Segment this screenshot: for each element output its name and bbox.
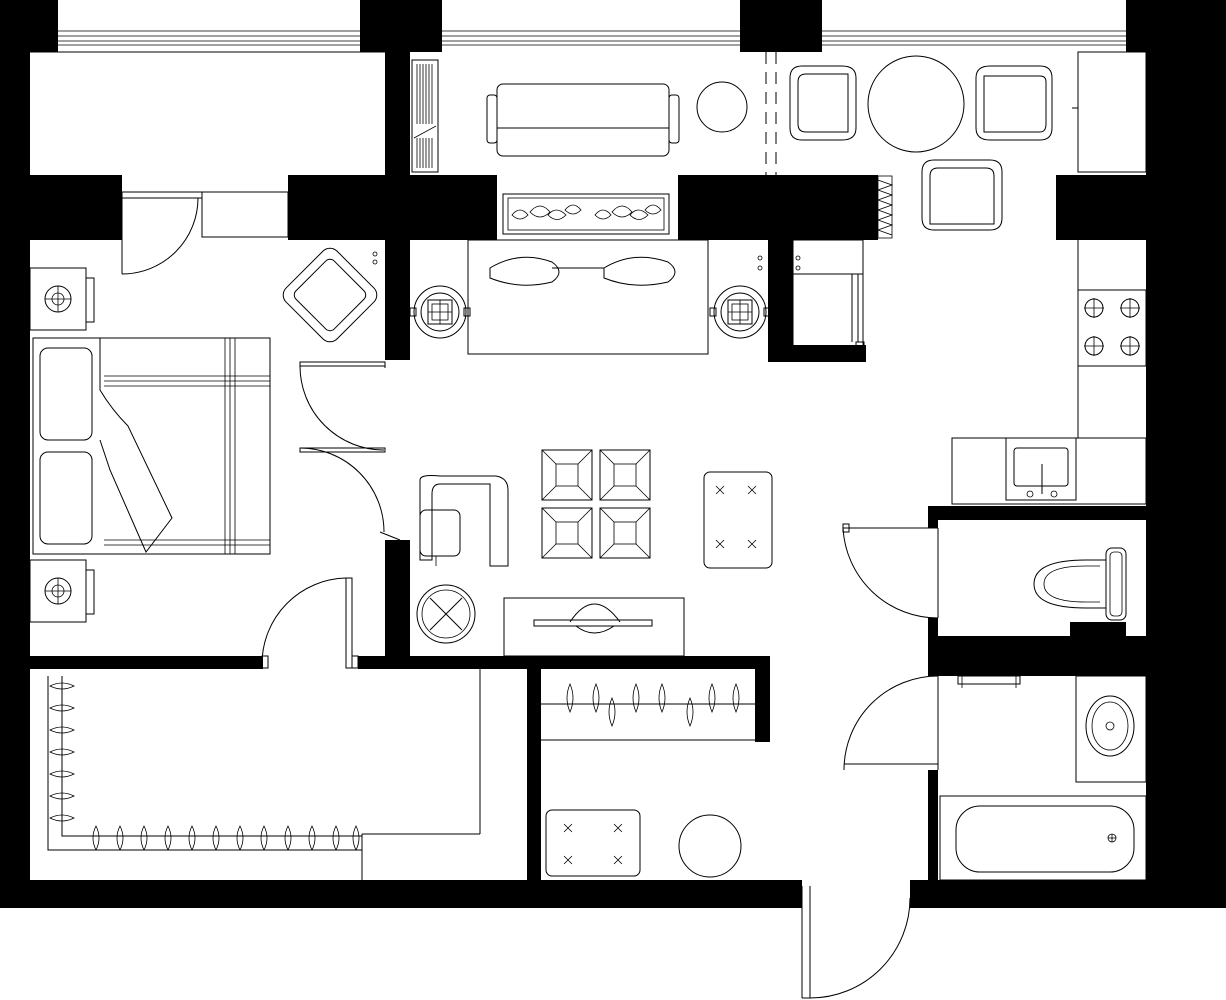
wall-toilet-west-top [928,506,938,528]
toilet-room [842,523,1127,621]
nightstand-icon [29,559,95,623]
wall-niche-south [768,345,866,362]
office-chair-icon [419,475,509,567]
wall-toilet-bottom [928,636,1146,676]
wall-closet-top-1 [30,656,263,669]
wardrobe-icon [541,682,755,741]
kitchen [951,240,1147,505]
ottoman-icon [599,507,651,559]
wall-closet-divider [527,656,541,886]
dining-area [765,51,1147,239]
bathroom-sink-icon [1075,675,1147,783]
pier-top-right [1126,0,1226,52]
wall-balcony-right [1056,175,1146,240]
floor-lamp-icon [409,285,471,339]
coffee-table-icon [703,471,773,569]
hall-closet [541,682,755,878]
wall-bath-west [928,770,938,890]
fridge-icon [792,239,865,351]
bed-icon [32,337,271,555]
wall-balcony-mid-2 [410,175,497,240]
radiator-icon [411,59,439,173]
radiator-icon [689,223,757,235]
center-room [409,239,773,657]
kitchen-cabinet-icon [1077,51,1147,173]
door-toilet[interactable] [842,523,939,619]
wall-niche-west [768,240,793,360]
pier-top-3 [740,0,822,52]
armchair-icon [282,247,378,343]
window-right [822,30,1126,46]
door-balcony[interactable] [121,191,289,275]
towel-rail-icon [957,675,1021,688]
bedroom [29,247,401,669]
wall-right [1146,0,1226,908]
bathtub-icon [939,795,1147,881]
pier-top-left [0,0,58,52]
wall-bottom-right [910,880,1226,908]
desk-icon [503,597,685,657]
ottoman-icon [541,449,593,501]
wall-bedroom-east-top [385,240,410,360]
ottoman-icon [541,507,593,559]
wall-balcony-mid-1 [288,175,410,240]
nightstand-icon [29,267,95,331]
dining-table-icon [867,55,965,153]
radiator-icon [303,223,375,235]
pouf-icon [545,809,641,877]
wall-balcony-left [0,175,122,240]
door-bathroom[interactable] [843,675,939,771]
armchair-icon [789,65,857,141]
planter-icon [502,193,670,235]
kitchen-sink-icon [1005,437,1077,501]
radiator-icon [876,175,894,239]
wall-balcony-mid-3 [678,175,878,240]
balcony-room [30,51,385,275]
wardrobe-icon [47,676,362,851]
window-center [442,30,740,46]
floor-lamp-icon [709,285,771,339]
window-left [58,30,360,46]
toilet-icon [1033,547,1127,621]
walls [0,0,1226,908]
stove-icon [1077,289,1147,367]
door-bedroom[interactable] [299,361,401,541]
wall-left [0,0,30,908]
wardrobe-room [47,669,481,880]
stool-icon [416,584,476,644]
wall-toilet-notch [1070,622,1126,636]
living-room [411,59,748,173]
wall-toilet-top [928,506,1146,520]
wall-closet-top-2 [358,656,770,669]
armchair-icon [921,159,1003,231]
side-table-icon [696,81,748,133]
wall-hall-closet-east [755,656,770,742]
wall-bottom-left [0,880,802,908]
armchair-icon [975,65,1053,141]
sofa-icon [486,83,680,157]
media-console-icon [467,239,709,355]
wall-bedroom-east-bottom [385,540,410,665]
ottoman-icon [599,449,651,501]
round-stool-icon [678,814,742,878]
bathroom [843,675,1147,881]
door-entrance[interactable] [801,886,911,999]
door-closet[interactable] [261,577,359,669]
windows [58,30,1126,46]
